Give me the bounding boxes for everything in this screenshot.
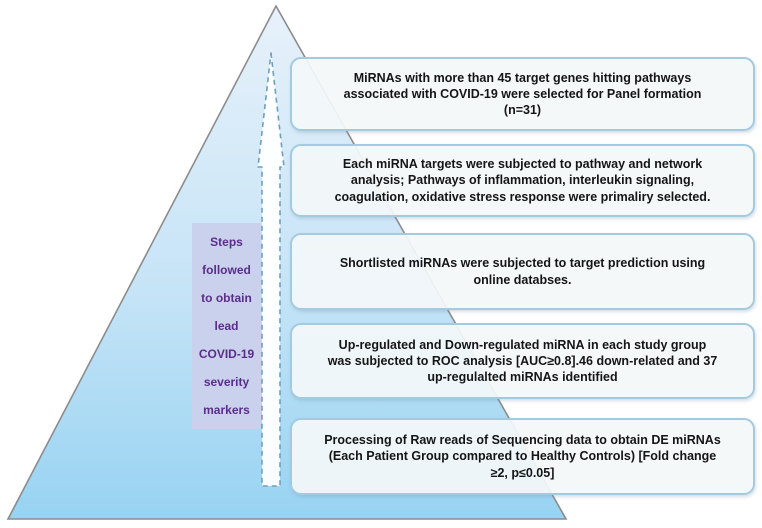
steps-description-label: Steps followed to obtain lead COVID-19 s… bbox=[192, 223, 261, 429]
upward-dashed-arrow-icon bbox=[257, 52, 285, 487]
step-box-panel-formation: MiRNAs with more than 45 target genes hi… bbox=[290, 57, 755, 131]
step-box-target-prediction: Shortlisted miRNAs were subjected to tar… bbox=[290, 233, 755, 310]
step-box-raw-reads-processing: Processing of Raw reads of Sequencing da… bbox=[290, 418, 755, 495]
step-box-pathway-network-analysis: Each miRNA targets were subjected to pat… bbox=[290, 144, 755, 217]
step-box-roc-analysis: Up-regulated and Down-regulated miRNA in… bbox=[290, 323, 755, 399]
